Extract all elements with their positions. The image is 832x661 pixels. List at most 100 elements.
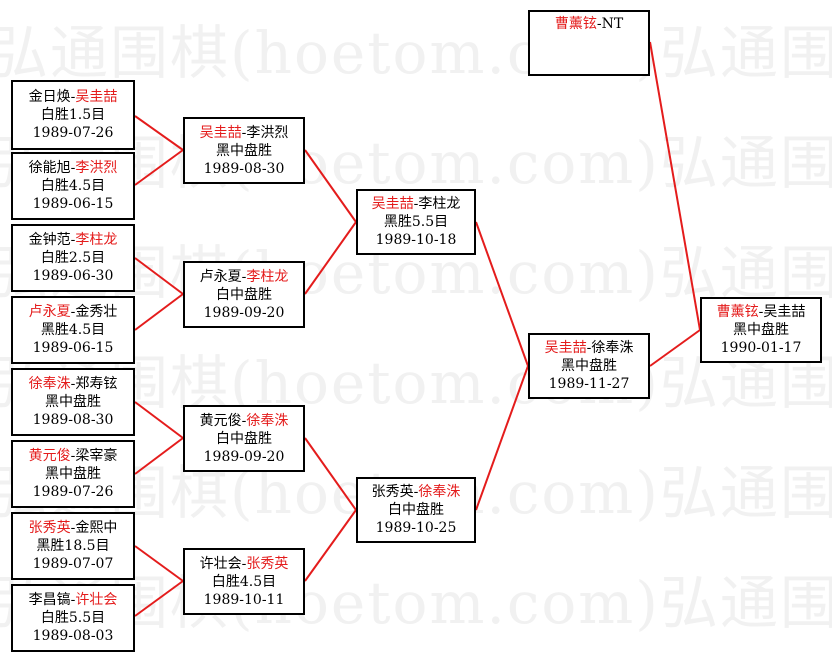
match-result: 黑中盘胜 [216, 142, 272, 159]
player-a: 金钟范 [28, 232, 71, 248]
match-seed: 曹薰铉-NT [528, 10, 650, 76]
bracket-line [304, 437, 357, 511]
player-b: 李洪烈 [246, 124, 289, 141]
player-separator: - [596, 16, 602, 32]
match-result: 黑中盘胜 [45, 466, 101, 482]
match-result: 白胜5.5目 [40, 610, 106, 626]
match-r1-4: 卢永夏-金秀壮 黑胜4.5目 1989-06-15 [11, 296, 135, 364]
bracket-line [134, 293, 184, 331]
player-separator: - [70, 520, 76, 536]
bracket-line [649, 41, 701, 331]
match-date: 1989-06-15 [32, 196, 114, 212]
player-a: 许壮会 [199, 555, 242, 572]
player-a: 张秀英 [28, 520, 71, 536]
match-date: 1989-06-15 [32, 340, 114, 356]
match-players: 李昌镐-许壮会 [29, 591, 118, 609]
player-b: 李洪烈 [75, 160, 118, 176]
match-date: 1989-11-27 [548, 376, 630, 392]
match-players: 张秀英-金熙中 [29, 519, 118, 537]
bracket-line [475, 365, 529, 511]
watermark-text: 弘通围棋(hoetom.com)弘通围棋(hoetom.com)弘通围棋 [0, 129, 832, 197]
player-separator: - [70, 232, 76, 248]
player-b: 金秀壮 [75, 304, 118, 320]
player-b: 金熙中 [75, 520, 118, 536]
player-b: 许壮会 [75, 592, 118, 608]
player-a: 李昌镐 [28, 592, 71, 608]
match-date: 1989-09-20 [203, 304, 285, 321]
player-b: 吴圭喆 [763, 304, 806, 320]
match-players: 张秀英-徐奉洙 [372, 483, 461, 501]
bracket-line [304, 149, 357, 223]
player-separator: - [70, 89, 76, 105]
match-r2-2: 卢永夏-李柱龙 白中盘胜 1989-09-20 [183, 261, 305, 328]
match-r1-5: 徐奉洙-郑寿铉 黑中盘胜 1989-08-30 [11, 368, 135, 436]
match-players: 金日焕-吴圭喆 [29, 88, 118, 106]
match-r3-2: 张秀英-徐奉洙 白中盘胜 1989-10-25 [356, 477, 476, 543]
player-b: 徐奉洙 [591, 340, 634, 356]
player-separator: - [70, 160, 76, 176]
bracket-line [475, 221, 529, 367]
watermark-text: 弘通围棋(hoetom.com)弘通围棋(hoetom.com)弘通围棋 [0, 569, 832, 637]
match-date: 1989-08-30 [32, 412, 114, 428]
player-a: 徐能旭 [28, 160, 71, 176]
player-b: NT [601, 16, 624, 32]
match-players: 吴圭喆-李洪烈 [200, 124, 289, 142]
match-r1-8: 李昌镐-许壮会 白胜5.5目 1989-08-03 [11, 584, 135, 652]
match-players: 曹薰铉-吴圭喆 [717, 303, 806, 321]
player-separator: - [70, 448, 76, 464]
player-b: 徐奉洙 [418, 484, 461, 500]
player-separator: - [241, 124, 247, 141]
match-r1-6: 黄元俊-梁宰豪 黑中盘胜 1989-07-26 [11, 440, 135, 508]
bracket-line [134, 257, 184, 295]
player-a: 金日焕 [28, 89, 71, 105]
match-result: 黑胜4.5目 [40, 322, 106, 338]
match-result: 白胜2.5目 [40, 250, 106, 266]
player-a: 张秀英 [371, 484, 414, 500]
player-b: 李柱龙 [75, 232, 118, 248]
match-date: 1989-07-26 [32, 125, 114, 141]
match-players: 黄元俊-徐奉洙 [200, 412, 289, 430]
bracket-line [134, 401, 184, 439]
match-result: 黑中盘胜 [561, 358, 617, 374]
player-a: 徐奉洙 [28, 376, 71, 392]
bracket-line [134, 437, 184, 475]
match-players: 吴圭喆-徐奉洙 [545, 339, 634, 357]
match-r1-3: 金钟范-李柱龙 白胜2.5目 1989-06-30 [11, 224, 135, 292]
match-r3-1: 吴圭喆-李柱龙 黑胜5.5目 1989-10-18 [356, 189, 476, 255]
bracket-line [134, 149, 184, 186]
bracket-line [134, 115, 184, 151]
match-r2-3: 黄元俊-徐奉洙 白中盘胜 1989-09-20 [183, 405, 305, 472]
match-semifinal: 吴圭喆-徐奉洙 黑中盘胜 1989-11-27 [528, 333, 650, 399]
match-players: 徐奉洙-郑寿铉 [29, 375, 118, 393]
match-r1-2: 徐能旭-李洪烈 白胜4.5目 1989-06-15 [11, 152, 135, 220]
player-separator: - [70, 592, 76, 608]
player-b: 梁宰豪 [75, 448, 118, 464]
match-players: 徐能旭-李洪烈 [29, 159, 118, 177]
player-a: 曹薰铉 [716, 304, 759, 320]
match-players: 金钟范-李柱龙 [29, 231, 118, 249]
match-players: 曹薰铉-NT [555, 15, 623, 33]
match-players: 卢永夏-李柱龙 [200, 268, 289, 286]
match-players: 许壮会-张秀英 [200, 555, 289, 573]
player-separator: - [413, 484, 419, 500]
match-players: 黄元俊-梁宰豪 [29, 447, 118, 465]
match-r1-7: 张秀英-金熙中 黑胜18.5目 1989-07-07 [11, 512, 135, 580]
match-date: 1989-10-11 [203, 591, 285, 608]
bracket-line [134, 545, 184, 582]
match-result: 黑胜5.5目 [383, 214, 449, 230]
player-b: 张秀英 [246, 555, 289, 572]
match-players: 卢永夏-金秀壮 [29, 303, 118, 321]
player-separator: - [241, 555, 247, 572]
player-a: 曹薰铉 [554, 16, 597, 32]
match-date: 1989-09-20 [203, 448, 285, 465]
match-date: 1989-06-30 [32, 268, 114, 284]
match-r1-1: 金日焕-吴圭喆 白胜1.5目 1989-07-26 [11, 80, 135, 150]
match-r2-4: 许壮会-张秀英 白胜4.5目 1989-10-11 [183, 548, 305, 615]
match-result: 黑中盘胜 [45, 394, 101, 410]
match-result: 黑胜18.5目 [36, 538, 110, 554]
match-result: 白胜1.5目 [40, 107, 106, 123]
player-a: 黄元俊 [28, 448, 71, 464]
match-result: 白中盘胜 [216, 430, 272, 447]
match-result: 黑中盘胜 [733, 322, 789, 338]
match-date: 1989-07-26 [32, 484, 114, 500]
